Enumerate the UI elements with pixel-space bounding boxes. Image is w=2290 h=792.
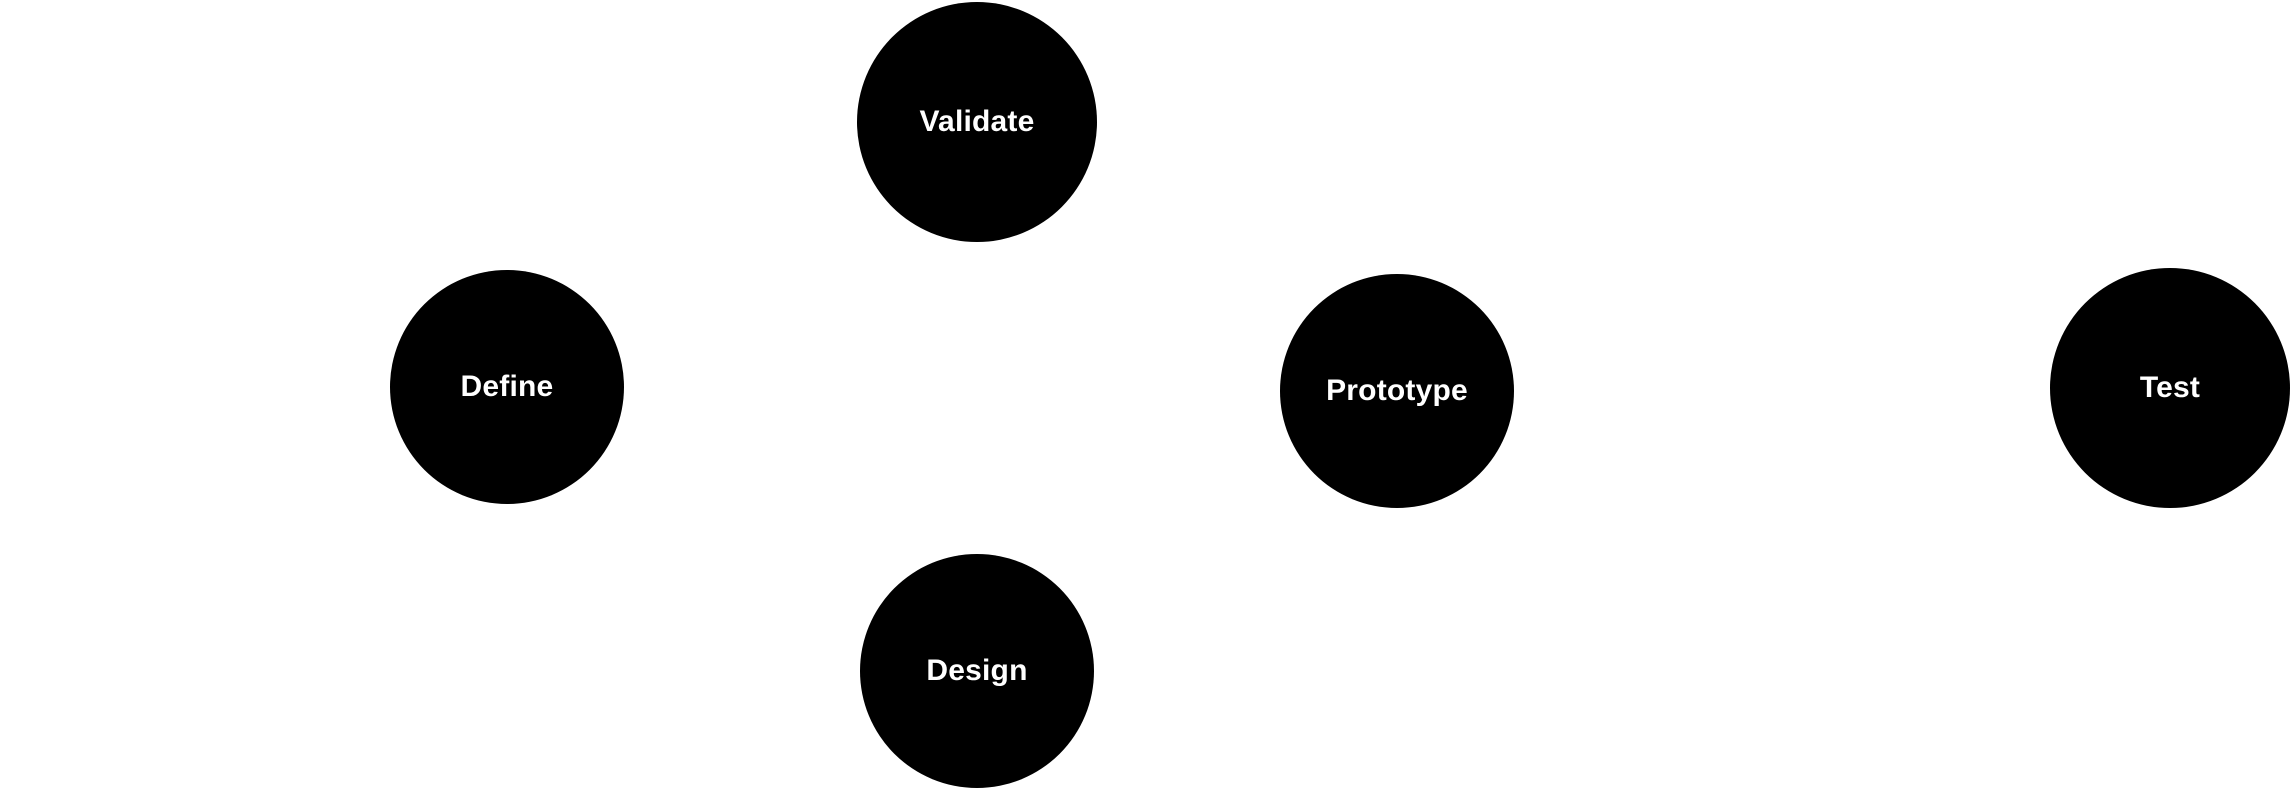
node-prototype-label: Prototype xyxy=(1326,374,1468,407)
node-prototype: Prototype xyxy=(1280,274,1514,508)
node-define-label: Define xyxy=(460,370,554,403)
node-design: Design xyxy=(860,554,1094,788)
node-define: Define xyxy=(390,270,624,504)
node-test-label: Test xyxy=(2139,371,2201,404)
node-test: Test xyxy=(2050,268,2290,508)
node-design-label: Design xyxy=(926,654,1028,687)
node-validate: Validate xyxy=(857,2,1097,242)
node-validate-label: Validate xyxy=(919,105,1035,138)
